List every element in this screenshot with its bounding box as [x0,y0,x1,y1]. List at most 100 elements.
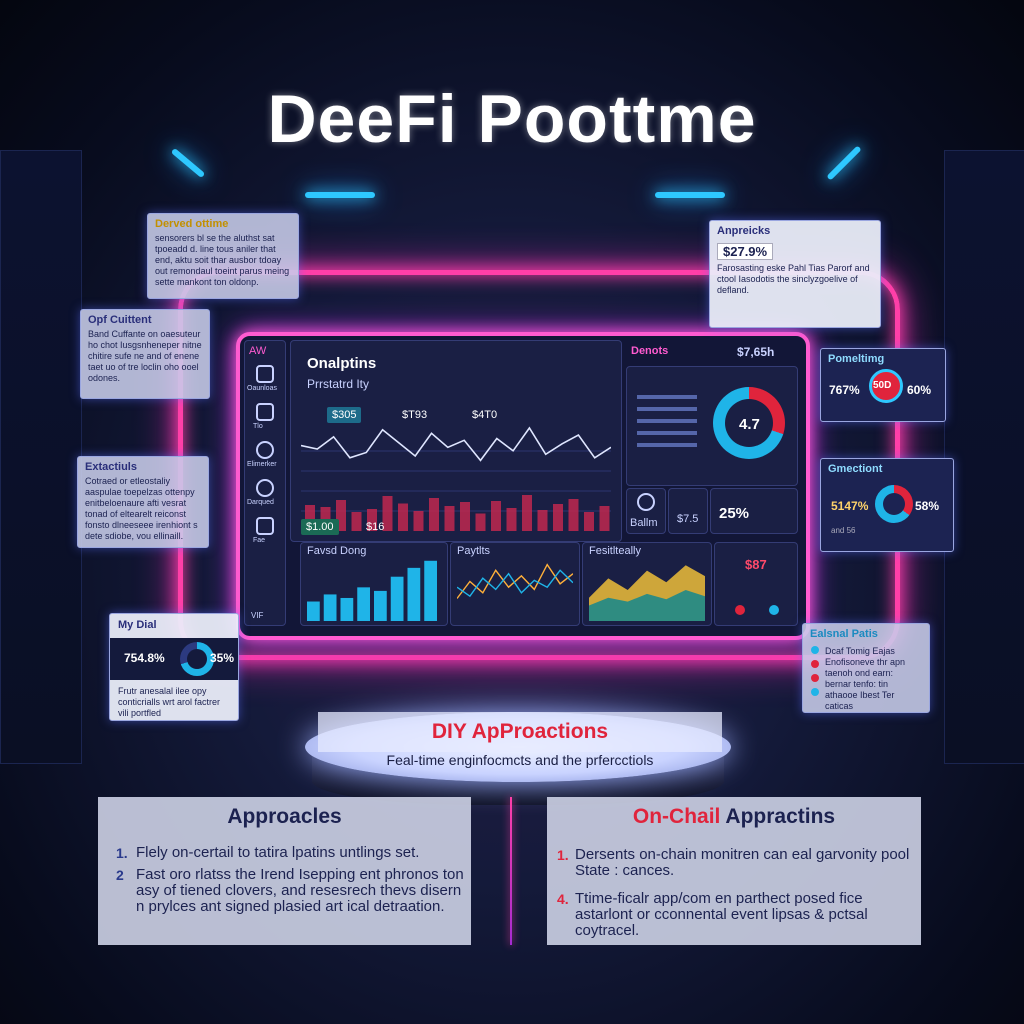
stage-title: DIY ApProactions [431,720,609,743]
callout-pomeltimg: Pomeltimg 767% 50D 60% [820,348,946,422]
right-header: Denots [631,345,669,357]
globe-icon[interactable] [256,479,274,497]
nav-item[interactable]: Oaunloas [247,385,277,392]
stat-value: Ballm [630,517,658,529]
mini-value: $4T0 [472,409,498,421]
bar [367,509,377,531]
left-wall [0,150,82,764]
card-title: On-Chail Appractins [547,805,921,829]
card-title: Approacles [227,805,342,828]
bullet-icon [811,674,819,682]
settings-icon[interactable] [256,517,274,535]
series-line [457,563,573,599]
main-chart-panel: Onalptins Prrstatrd Ity $305 $T93 $4T0 $… [290,340,622,542]
item-text: Ttime-ficalr app/com en parthect posed f… [575,890,868,939]
bar [599,506,610,531]
dial-ring-hole [187,649,207,669]
bar [429,498,439,531]
gauge-ring [869,369,903,403]
callout-text: Dcaf Tomig Eajas Enofisoneve thr apn tae… [825,646,906,711]
nav-item[interactable]: Darqued [247,499,274,506]
box-value: $87 [745,557,767,572]
bullet-icon [811,646,819,654]
chart-title: Fesitlteally [589,545,641,557]
callout-title: Anpreicks [717,225,771,237]
bar [398,503,408,531]
bar [374,590,387,621]
mini-value: $305 [327,407,362,423]
stat-card: 25% [710,488,798,534]
clock-icon[interactable] [256,441,274,459]
gauge-value: 50D [873,380,892,391]
divider [510,797,512,945]
right-value: $7,65h [737,345,775,359]
series-line [301,426,611,462]
callout-text: Frutr anesalal ilee opy conticrialls wrt… [118,686,221,718]
area-series [589,590,705,621]
nav-logo: AW [249,345,267,357]
bottom-value: $1.00 [301,519,339,535]
callout-current: Opf Cuittent Band Cuffante on oaesuteur … [80,309,210,399]
callout-anpreicks: Anpreicks $27.9% Farosasting eske Pahl T… [709,220,881,328]
bar [537,510,548,531]
bar [305,505,315,531]
nav-item[interactable]: Fae [253,537,266,544]
wallet-icon[interactable] [256,403,274,421]
bullet-icon [811,660,819,668]
bar [460,502,470,531]
callout-ealsnal-patis: Ealsnal Patis Dcaf Tomig Eajas Enofisone… [802,623,930,713]
bar [357,587,370,621]
nav-bottom[interactable]: VIF [251,611,264,620]
item-text: Dersents on-chain monitren can eal garvo… [575,846,910,879]
bar [584,512,594,531]
gauge-note: and 56 [831,526,856,535]
callout-title: Derved ottime [155,218,229,230]
bar [568,499,579,531]
bottom-value: $16 [366,521,385,533]
bar-chart [307,560,437,621]
dial-band [110,638,238,680]
icon-column [811,646,819,696]
item-number: 2 [116,867,124,883]
callout-text: Farosasting eske Pahl Tias Parorf and ct… [717,263,870,295]
bar [424,560,437,621]
swap-icon [637,493,655,511]
item-number: 1. [557,847,569,863]
bar-chart-panel: Favsd Dong [300,542,448,626]
legend-list [637,387,697,455]
on-chain-card: On-Chail Appractins 1. Dersents on-chain… [547,797,921,945]
callout-text: Band Cuffante on oaesuteur ho chot Iusgs… [88,329,202,383]
bar [390,576,404,621]
stage-subtitle: Feal-time enginfocmcts and the prferccti… [386,752,654,768]
right-value: 58% [915,499,940,513]
item-number: 4. [557,891,569,907]
header-title: Onalptins [307,355,377,372]
bar [351,512,362,531]
callout-title: Opf Cuittent [88,314,152,326]
stage-banner [318,712,722,752]
bar [382,496,393,531]
nav-item[interactable]: Elimerker [247,461,277,468]
card-title-rest: Appractins [720,805,836,828]
bar [307,601,320,621]
callout-my-dial: My Dial 754.8% 35% Frutr anesalal ilee o… [109,613,239,721]
ceiling-light [655,192,725,198]
series-line [457,569,573,598]
header-subtitle: Prrstatrd Ity [307,377,370,391]
bar [336,500,346,531]
item-number: 1. [116,845,128,861]
stat-value: 25% [719,505,750,522]
status-dot [735,605,745,615]
callout-gmectiont: Gmectiont 5147% 58% and 56 [820,458,954,552]
ceiling-light [305,192,375,198]
card-title-highlight: On-Chail [632,805,721,828]
donut-value: 4.7 [739,416,760,433]
bar [553,504,563,531]
nav-item[interactable]: Tlo [253,423,263,430]
dashboard-icon[interactable] [256,365,274,383]
donut-hole [725,399,773,447]
bar [506,508,517,531]
area-chart [589,565,705,621]
callout-value: $27.9% [717,243,774,260]
area-chart-panel: Fesitlteally [582,542,712,626]
